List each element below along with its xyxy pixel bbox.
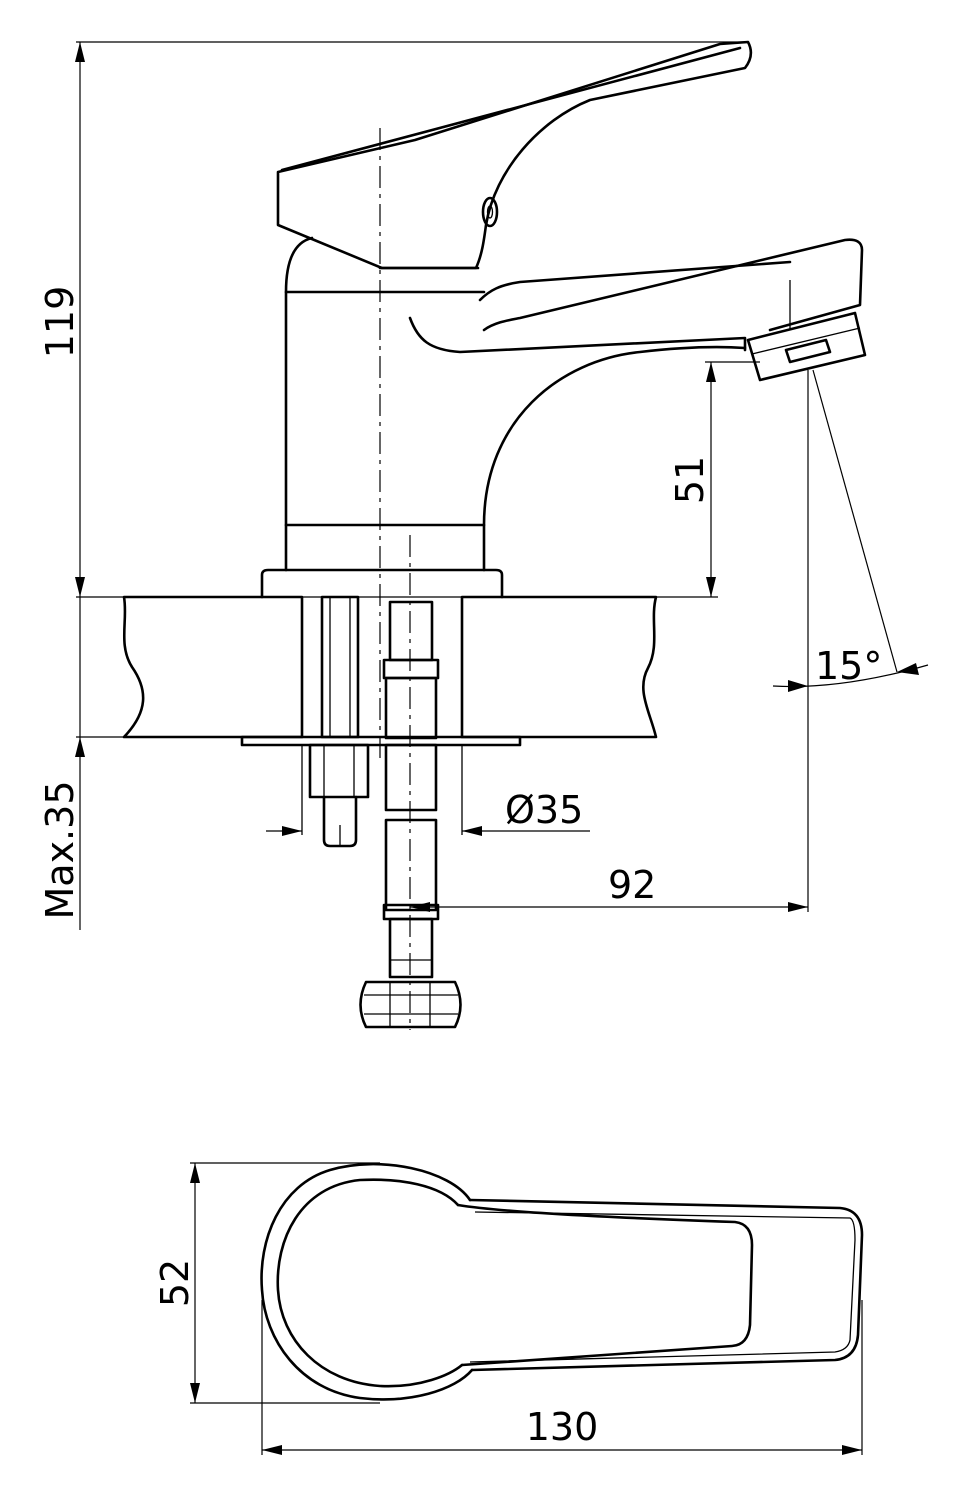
dim-hole-diameter-label: Ø35 bbox=[505, 788, 583, 832]
dim-top-length: 130 bbox=[261, 1300, 863, 1455]
lever-handle bbox=[276, 40, 753, 270]
top-view-outline bbox=[260, 1162, 864, 1401]
dim-spout-reach-label: 92 bbox=[608, 863, 656, 907]
side-view: 119 Max.35 51 15° bbox=[38, 40, 929, 1030]
top-view: 52 130 bbox=[153, 1162, 864, 1455]
base-flange bbox=[260, 568, 504, 599]
dim-top-length-label: 130 bbox=[526, 1405, 599, 1449]
faucet-body bbox=[284, 236, 747, 572]
dim-top-width: 52 bbox=[153, 1162, 380, 1404]
threaded-stud bbox=[308, 595, 370, 848]
dim-angle-label: 15° bbox=[815, 644, 882, 688]
aerator bbox=[746, 311, 867, 382]
flexible-hose bbox=[382, 600, 440, 979]
dim-spout-reach: 92 bbox=[410, 863, 808, 912]
dim-max-thickness-label: Max.35 bbox=[38, 781, 82, 920]
dim-max-thickness: Max.35 bbox=[38, 597, 85, 930]
hose-nut bbox=[359, 980, 462, 1029]
dim-angle: 15° bbox=[772, 369, 929, 912]
dim-hole-diameter: Ø35 bbox=[266, 788, 590, 836]
spout bbox=[408, 238, 864, 354]
dim-spout-height: 51 bbox=[668, 361, 760, 597]
dim-height-total: 119 bbox=[38, 41, 745, 597]
mounting-plate bbox=[240, 735, 522, 747]
dim-height-total-label: 119 bbox=[38, 286, 82, 359]
dim-top-width-label: 52 bbox=[153, 1259, 197, 1307]
dim-spout-height-label: 51 bbox=[668, 456, 712, 504]
